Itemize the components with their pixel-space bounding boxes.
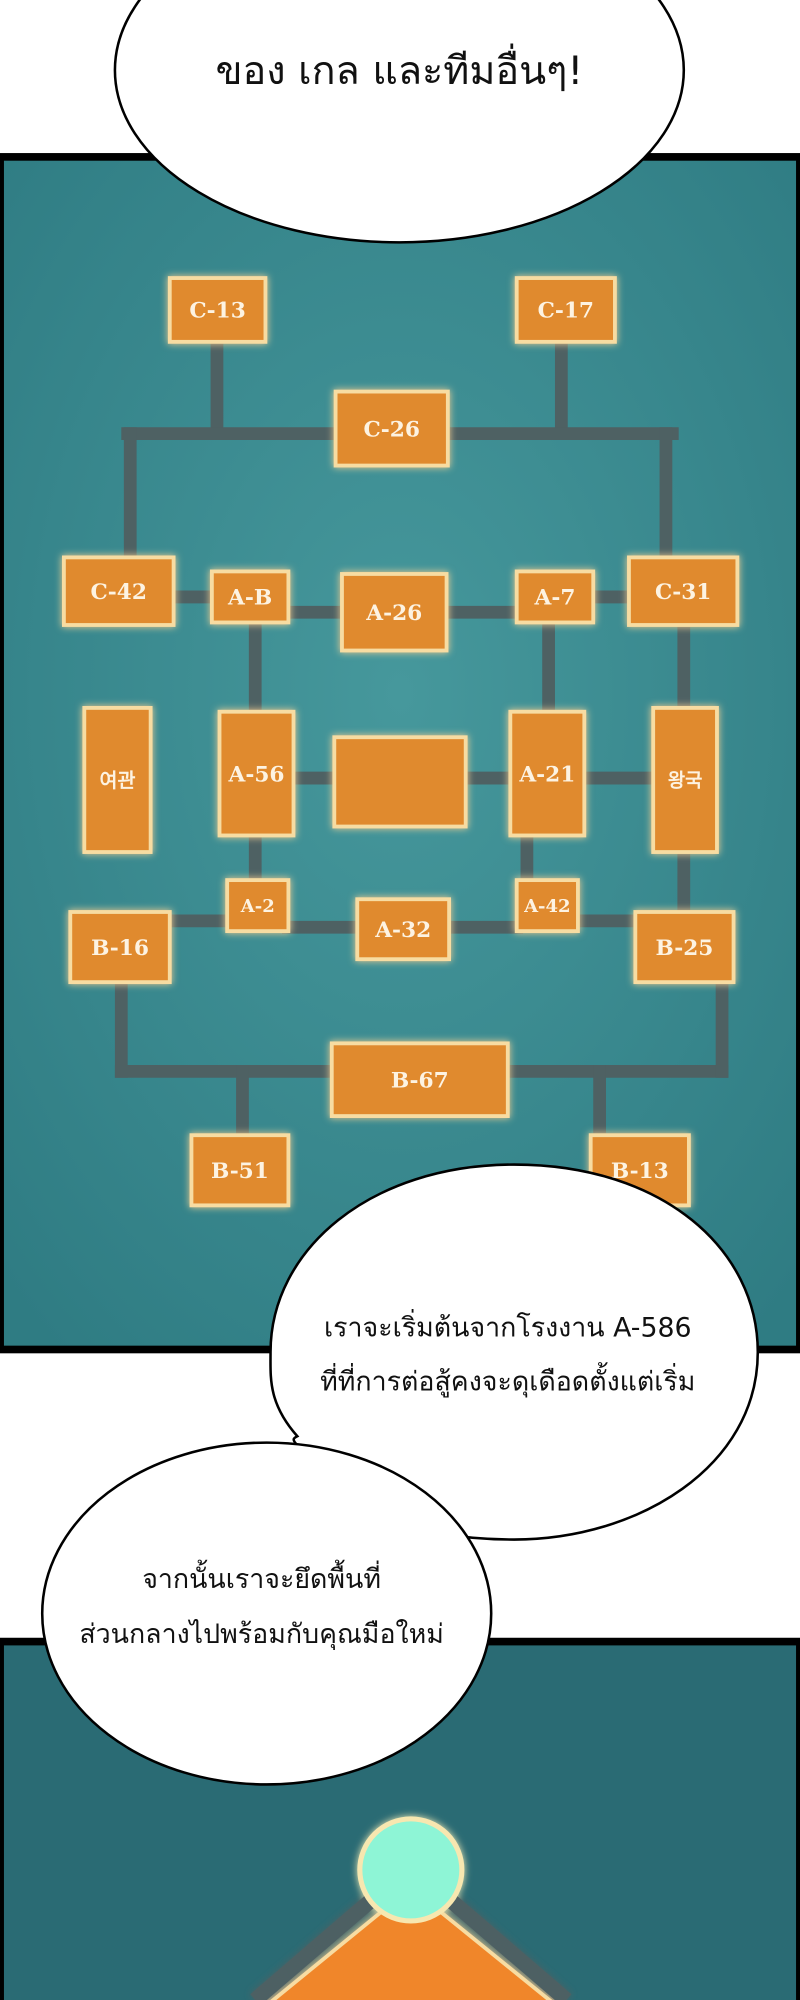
map-node-왕국: 왕국 [651,705,719,854]
map-node-box [225,878,291,934]
map-node-box [651,705,719,854]
map-node-label: C-31 [655,580,711,605]
map-node-label: A-56 [228,762,285,787]
map-node-b-25: B-25 [633,910,736,985]
map-node-box [61,555,176,627]
map-node-label: A-2 [240,896,275,917]
map-node-box [514,276,617,344]
map-node-여관: 여관 [82,705,153,854]
map-node-c-31: C-31 [627,555,740,627]
map-node-box [329,1041,510,1118]
map-node-label: A-7 [534,586,576,611]
map-node-box [68,910,172,985]
map-node-box [355,897,452,962]
map-node-label: B-25 [656,936,714,961]
map-node-c-26: C-26 [333,389,450,468]
map-node-a-26: A-26 [340,572,449,653]
map-node-c-42: C-42 [61,555,176,627]
map-node-b-16: B-16 [68,910,172,985]
map-node-a-21: A-21 [508,709,587,838]
map-node-box [217,709,296,838]
map-node-a-7: A-7 [514,569,596,625]
map-node-box [189,1133,291,1208]
bubble-middle-line1: เราจะเริ่มต้นจากโรงงาน A-586 [324,1309,692,1344]
map-node-label: C-17 [538,299,594,324]
path-left [250,1884,388,2000]
map-node-box [514,569,596,625]
map-node-c-17: C-17 [514,276,617,344]
map-node-a-42: A-42 [514,878,580,934]
map-node-b-51: B-51 [189,1133,291,1208]
speech-bubble-lower: จากนั้นเราจะยึดพื้นที่ ส่วนกลางไปพร้อมกั… [40,1441,493,1786]
map-node-label: A-26 [365,601,422,626]
map-node-box [508,709,587,838]
map-node-label: 왕국 [668,770,702,792]
map-node-label: C-26 [364,417,420,442]
map-node-box [633,910,736,985]
map-node-center [332,735,468,829]
map-node-a-b: A-B [209,569,291,625]
map-node-c-13: C-13 [167,276,268,344]
path-right [433,1884,572,2000]
orange-triangle [270,1885,553,2000]
bubble-lower-line2: ส่วนกลางไปพร้อมกับคุณมือใหม่ [79,1618,444,1650]
map-node-label: A-B [227,586,272,611]
map-nodes: C-13 C-17C-26C-42 A-B A-26 A-7 C-31 여관 A-56 A-21… [61,276,740,1208]
map-node-label: C-13 [189,299,245,324]
bubble-top-text: ของ เกล และทีมอื่นๆ! [215,43,583,94]
map-node-label: A-32 [374,918,431,943]
map-node-label: C-42 [91,580,147,605]
map-node-box [332,735,468,829]
map-node-a-2: A-2 [225,878,291,934]
map-node-box [82,705,153,854]
map-node-b-67: B-67 [329,1041,510,1118]
map-node-a-32: A-32 [355,897,452,962]
speech-bubble-top: ของ เกล และทีมอื่นๆ! [113,0,685,244]
map-node-box [514,878,580,934]
map-node-box [209,569,291,625]
speech-bubble-middle: เราจะเริ่มต้นจากโรงงาน A-586 ที่ที่การต่… [269,1163,760,1541]
map-node-label: 여관 [100,769,136,792]
map-node-label: B-67 [391,1069,449,1094]
map-node-box [627,555,740,627]
map-node-box [167,276,268,344]
map-node-label: B-16 [91,936,149,961]
bubble-middle-line2: ที่ที่การต่อสู้คงจะดุเดือดตั้งแต่เริ่ม [320,1362,695,1397]
marker-circle [357,1816,465,1924]
map-node-label: B-51 [211,1159,269,1184]
bottom-diagram [250,1816,572,2000]
bubble-lower-line1: จากนั้นเราจะยึดพื้นที่ [142,1560,381,1595]
map-node-box [333,389,450,468]
map-node-a-56: A-56 [217,709,296,838]
map-node-box [340,572,449,653]
map-node-label: A-21 [518,762,575,787]
map-node-label: A-42 [523,896,571,917]
